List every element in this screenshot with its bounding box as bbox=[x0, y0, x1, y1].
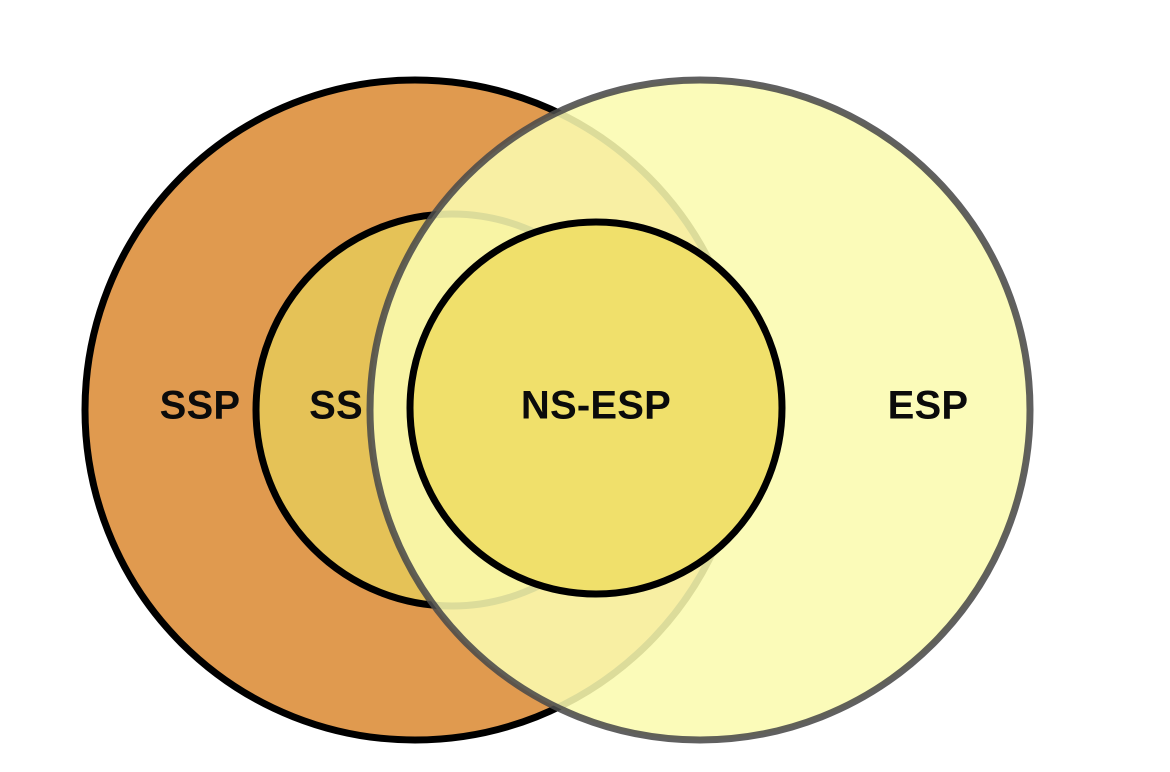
label-ssp: SSP bbox=[160, 384, 241, 428]
label-ss: SS bbox=[309, 384, 363, 428]
circle-ns-esp bbox=[406, 218, 786, 598]
label-ns-esp: NS-ESP bbox=[521, 384, 671, 428]
label-esp: ESP bbox=[888, 384, 969, 428]
